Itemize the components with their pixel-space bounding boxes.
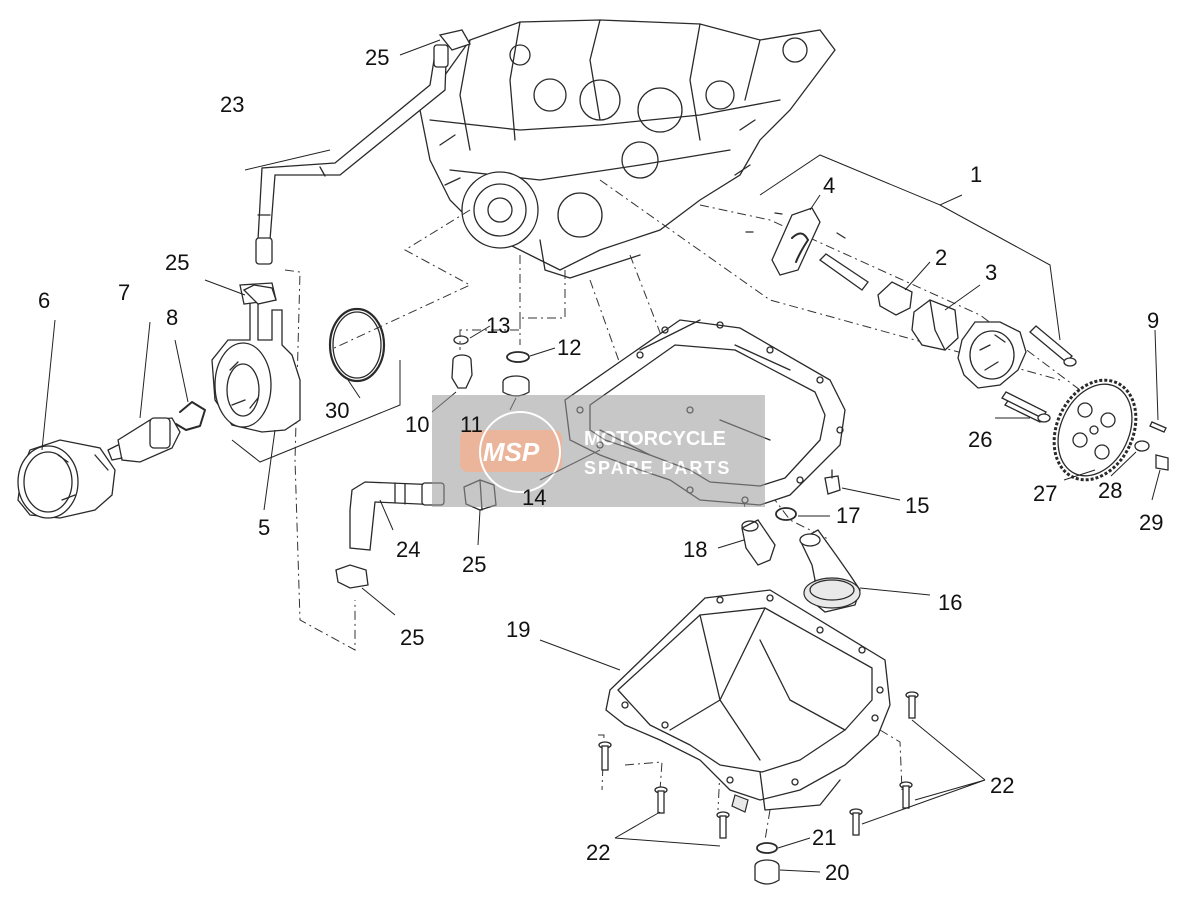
washer-21: [756, 842, 778, 854]
callout-27: 27: [1033, 481, 1057, 506]
sensor-18: [741, 519, 776, 566]
callout-18: 18: [683, 537, 707, 562]
engine-crankcase: [419, 19, 836, 279]
drive-coupling-2: [877, 281, 913, 316]
callout-1: 1: [970, 162, 982, 187]
bolt-15: [824, 469, 841, 495]
callout-4: 4: [823, 173, 835, 198]
pump-shaft: [818, 232, 869, 291]
callout-7: 7: [118, 280, 130, 305]
oil-pan-19: [605, 589, 891, 813]
o-ring-12: [506, 351, 530, 363]
leader-lines: [41, 39, 1161, 873]
callout-28: 28: [1098, 478, 1122, 503]
o-ring-30: [328, 307, 386, 383]
callout-6: 6: [38, 288, 50, 313]
callout-13: 13: [486, 313, 510, 338]
callout-12: 12: [557, 335, 581, 360]
oil-filter-6: [17, 439, 116, 519]
callout-29: 29: [1139, 510, 1163, 535]
pump-body: [957, 321, 1027, 389]
watermark-badge-text: MSP: [483, 437, 540, 467]
pump-cover-4: [745, 207, 821, 276]
callout-24: 24: [396, 537, 420, 562]
watermark-badge: [460, 430, 562, 472]
callout-labels: 1 2 3 4 5 6 7 8 9 10 11 12 13 14 15 16 1…: [38, 45, 1163, 885]
strainer-16: [799, 529, 861, 613]
callout-8: 8: [166, 305, 178, 330]
callout-5: 5: [258, 515, 270, 540]
pump-rotor-3: [911, 299, 959, 351]
callout-23: 23: [220, 92, 244, 117]
oil-pressure-sensor-10: [451, 354, 473, 389]
callout-21: 21: [812, 825, 836, 850]
washer-28: [1134, 440, 1150, 452]
callout-26: 26: [968, 427, 992, 452]
callout-17: 17: [836, 503, 860, 528]
o-ring-17: [775, 507, 797, 521]
clip-8: [175, 401, 206, 431]
callout-30: 30: [325, 398, 349, 423]
drain-plug-20: [754, 859, 780, 885]
filter-housing-5: [211, 282, 301, 433]
watermark-line2: SPARE PARTS: [584, 458, 731, 478]
callout-9: 9: [1147, 308, 1159, 333]
union-fitting-7: [107, 417, 181, 463]
breather-hose-23: [255, 29, 471, 265]
callout-22-right: 22: [990, 773, 1014, 798]
callout-25-left: 25: [165, 250, 189, 275]
bolt-26: [1001, 391, 1051, 423]
callout-15: 15: [905, 493, 929, 518]
watermark: MSP MOTORCYCLE SPARE PARTS: [432, 395, 765, 507]
callout-25-middle: 25: [462, 552, 486, 577]
callout-25-top: 25: [365, 45, 389, 70]
callout-16: 16: [938, 590, 962, 615]
callout-19: 19: [506, 617, 530, 642]
bolt-29: [1155, 454, 1169, 471]
callout-3: 3: [985, 260, 997, 285]
washer-13: [453, 335, 469, 345]
gear-27: [1052, 378, 1138, 482]
callout-10: 10: [405, 412, 429, 437]
callout-22-left: 22: [586, 840, 610, 865]
callout-20: 20: [825, 860, 849, 885]
pin-9: [1149, 421, 1167, 433]
callout-11: 11: [460, 412, 483, 437]
bolts-22: [598, 691, 919, 839]
plug-11: [502, 375, 530, 397]
callout-25-bottom: 25: [400, 625, 424, 650]
callout-14: 14: [522, 485, 546, 510]
watermark-line1: MOTORCYCLE: [584, 428, 726, 450]
callout-2: 2: [935, 245, 947, 270]
